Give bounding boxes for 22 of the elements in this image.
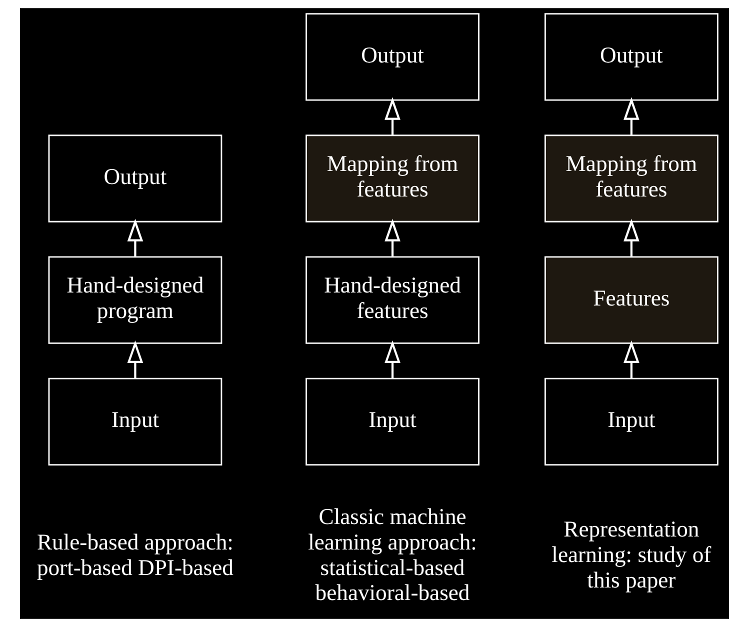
node-box: Hand-designed features — [305, 256, 479, 344]
node-box: Mapping from features — [544, 134, 718, 222]
node-box: Output — [544, 13, 718, 101]
arrow — [623, 97, 639, 135]
arrow — [126, 340, 143, 378]
arrow — [126, 218, 143, 256]
node-box: Output — [305, 13, 479, 101]
arrow — [384, 97, 400, 135]
node-box: Mapping from features — [305, 134, 479, 222]
label: Rule-based approach: port-based DPI-based — [36, 529, 233, 580]
arrow — [623, 340, 639, 378]
arrow — [623, 218, 639, 256]
node-box: Input — [544, 378, 718, 466]
node-box: Input — [305, 378, 479, 466]
label: Representation learning: study of this paper — [551, 516, 711, 592]
arrow — [384, 218, 400, 256]
node-box: Features — [544, 256, 718, 344]
arrow — [384, 340, 400, 378]
label: Classic machine learning approach: statistical-based behavioral-based — [308, 504, 476, 606]
node-box: Output — [48, 134, 222, 222]
node-box: Hand-designed program — [48, 256, 222, 344]
node-box: Input — [48, 378, 222, 466]
